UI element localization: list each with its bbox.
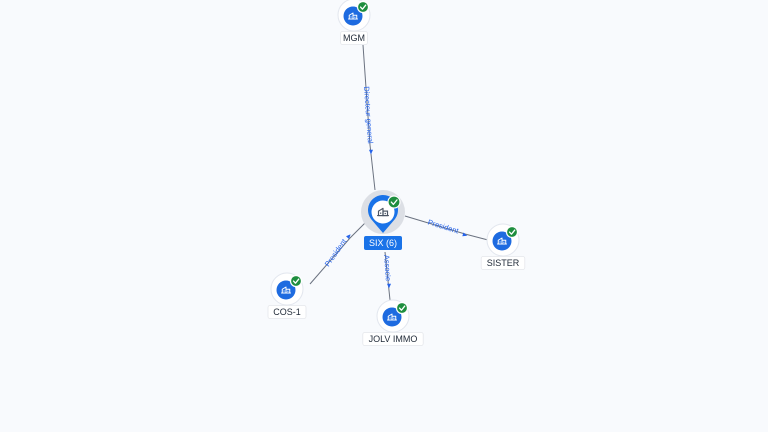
building-icon xyxy=(387,313,397,321)
edge-arrow-icon xyxy=(462,232,468,237)
edge-line xyxy=(362,44,376,191)
node-six[interactable]: SIX (6) xyxy=(361,190,405,250)
edge-line xyxy=(384,251,391,301)
edge-mgm-six[interactable]: Directeur general xyxy=(362,44,376,191)
node-label: SIX (6) xyxy=(364,236,402,250)
verified-check-icon xyxy=(395,301,409,315)
node-label: SISTER xyxy=(480,256,526,270)
edge-arrow-icon xyxy=(346,234,351,239)
edge-six-sister[interactable]: President xyxy=(404,215,489,241)
edge-label: President xyxy=(427,218,461,236)
edge-label: President xyxy=(323,236,349,268)
node-label: MGM xyxy=(340,31,368,45)
verified-check-icon xyxy=(505,225,519,239)
building-icon xyxy=(497,237,507,245)
building-icon xyxy=(377,207,389,217)
node-mgm[interactable]: MGM xyxy=(337,0,371,45)
edge-label: Directeur general xyxy=(362,86,375,144)
edge-arrow-icon xyxy=(387,283,391,289)
building-icon xyxy=(348,12,358,20)
edge-line xyxy=(309,221,367,285)
node-label-text: JOLV IMMO xyxy=(369,334,418,344)
node-cos1[interactable]: COS-1 xyxy=(267,272,307,319)
node-label-text: SISTER xyxy=(487,258,520,268)
node-sister[interactable]: SISTER xyxy=(480,223,526,270)
verified-check-icon xyxy=(356,0,370,14)
node-label-text: MGM xyxy=(343,33,365,43)
node-label-text: COS-1 xyxy=(273,307,301,317)
node-label-text: SIX (6) xyxy=(369,238,397,248)
verified-check-icon xyxy=(289,274,303,288)
node-label: JOLV IMMO xyxy=(362,332,424,346)
edge-arrow-icon xyxy=(369,149,373,155)
edge-cos1-six[interactable]: President xyxy=(309,221,367,285)
node-label: COS-1 xyxy=(267,305,307,319)
edge-label: Associe xyxy=(382,255,393,282)
node-jolv[interactable]: JOLV IMMO xyxy=(362,299,424,346)
edge-six-jolv[interactable]: Associe xyxy=(382,251,393,301)
verified-check-icon xyxy=(387,195,401,209)
building-icon xyxy=(281,286,291,294)
